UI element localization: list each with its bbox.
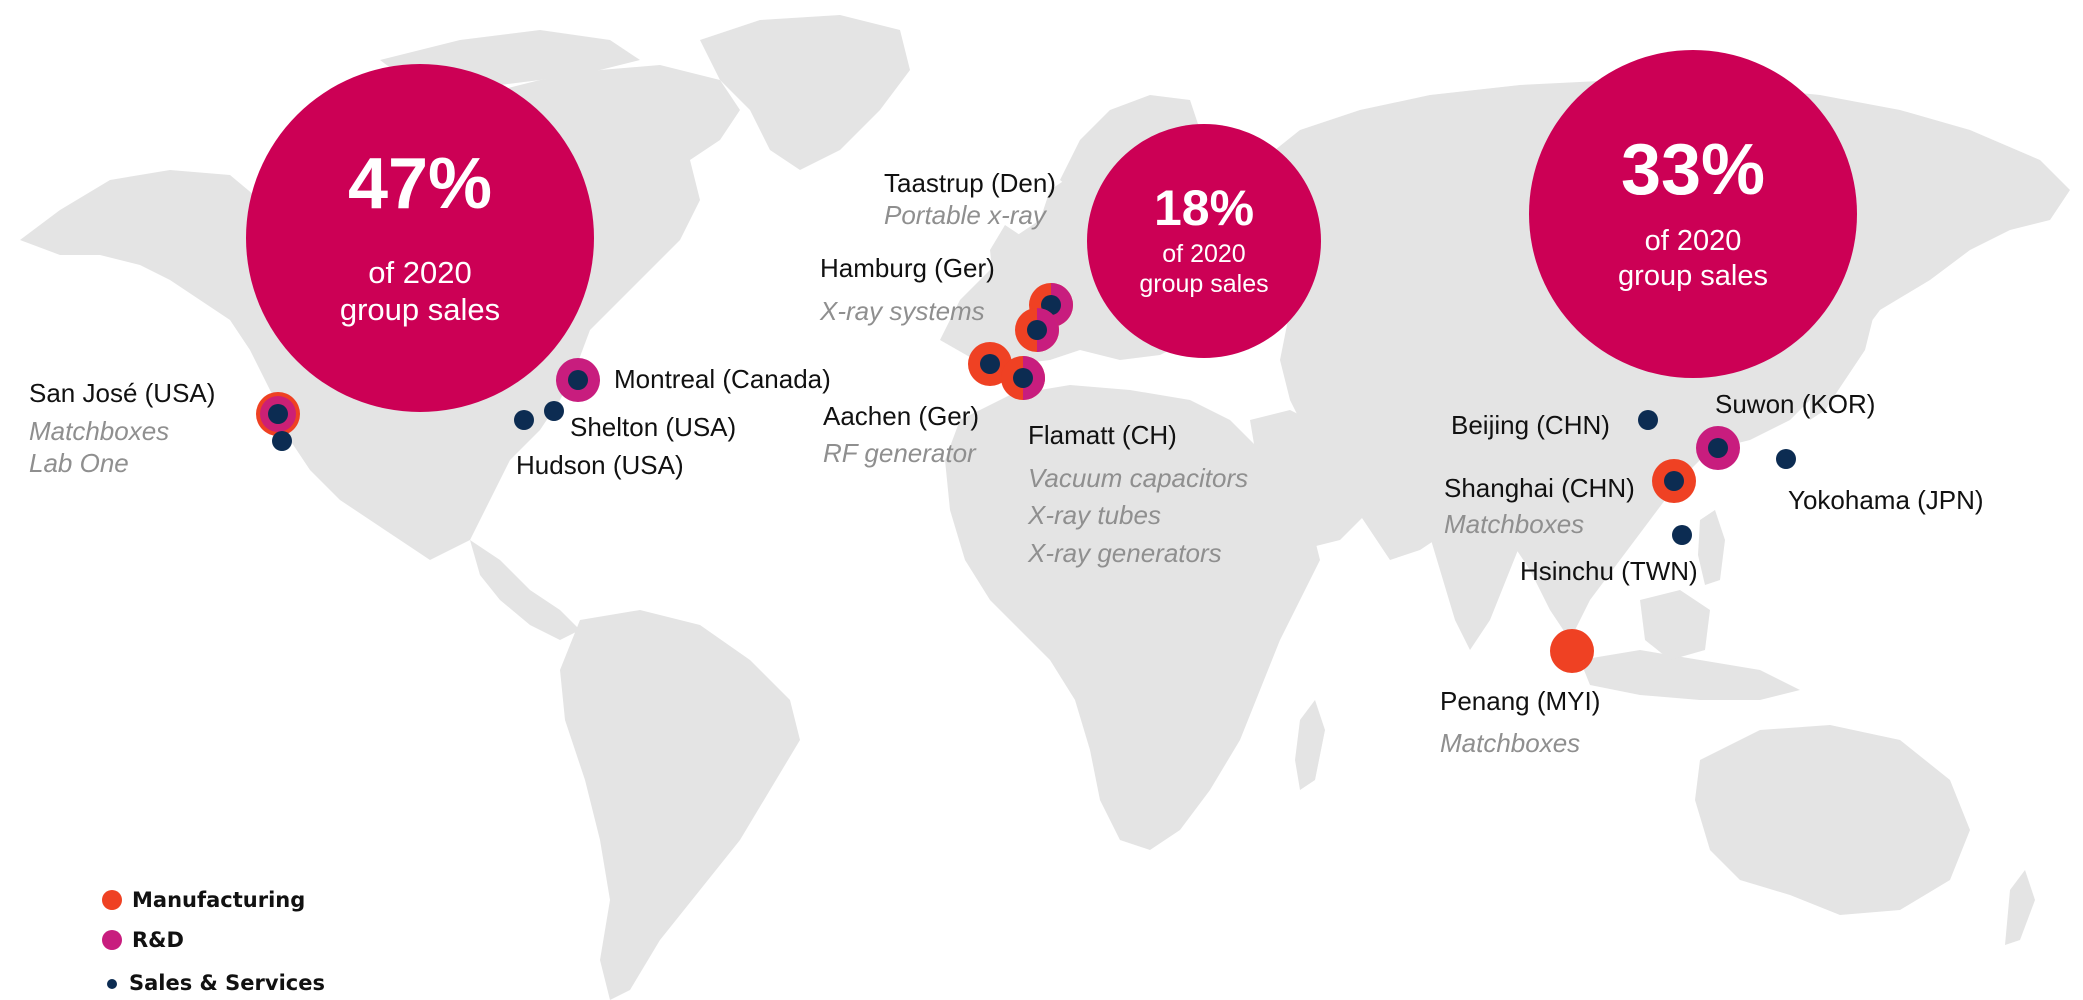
- site-marker-shanghai-sales[interactable]: [1664, 471, 1684, 491]
- site-label-hsinchu: Hsinchu (TWN): [1520, 556, 1698, 586]
- site-marker-shelton-sales[interactable]: [544, 401, 564, 421]
- region-share-percent: 18%: [1153, 180, 1255, 236]
- site-marker-taastrup-rnd[interactable]: [1051, 283, 1073, 327]
- site-label-penang: Penang (MYI): [1440, 686, 1601, 716]
- region-share-line1: of 2020: [368, 254, 472, 290]
- site-marker-beijing-sales[interactable]: [1638, 410, 1658, 430]
- uk-landmass: [990, 225, 1022, 285]
- central-america-landmass: [470, 540, 580, 640]
- site-label-suwon: Suwon (KOR): [1715, 389, 1876, 419]
- site-marker-hamburg-rnd[interactable]: [1037, 308, 1059, 352]
- site-marker-yokohama-sales[interactable]: [1776, 449, 1796, 469]
- site-product-flamatt-3: X-ray generators: [1028, 538, 1222, 568]
- site-marker-montreal-sales[interactable]: [568, 370, 588, 390]
- site-marker-suwon-sales[interactable]: [1708, 438, 1728, 458]
- region-bubble-europe: 18% of 2020 group sales: [1087, 124, 1321, 358]
- site-product-flamatt-1: Vacuum capacitors: [1028, 463, 1249, 493]
- site-product-san-jose-2: Lab One: [29, 448, 129, 478]
- site-label-hamburg: Hamburg (Ger): [820, 253, 995, 283]
- region-bubble-asia: 33% of 2020 group sales: [1529, 50, 1857, 378]
- arabia-landmass: [1250, 410, 1370, 550]
- orange-circle-icon: [102, 890, 122, 910]
- australia-landmass: [1695, 725, 1970, 915]
- site-marker-san-jose-sales-2[interactable]: [272, 431, 292, 451]
- region-share-line2: group sales: [339, 292, 501, 327]
- site-marker-hsinchu-sales[interactable]: [1672, 525, 1692, 545]
- south-america-landmass: [560, 610, 800, 1000]
- region-share-line1: of 2020: [1644, 225, 1742, 258]
- navy-dot-icon: [107, 979, 117, 989]
- site-label-shelton: Shelton (USA): [570, 412, 737, 442]
- site-product-penang-1: Matchboxes: [1440, 728, 1581, 758]
- magenta-circle-icon: [102, 930, 122, 950]
- site-marker-san-jose-sales[interactable]: [268, 404, 288, 424]
- site-product-san-jose-1: Matchboxes: [29, 416, 170, 446]
- site-label-shanghai: Shanghai (CHN): [1444, 473, 1635, 503]
- site-marker-hamburg-sales[interactable]: [1027, 320, 1047, 340]
- site-label-yokohama: Yokohama (JPN): [1788, 485, 1984, 515]
- site-label-aachen: Aachen (Ger): [823, 401, 980, 431]
- region-share-line2: group sales: [1139, 270, 1269, 298]
- region-share-percent: 47%: [347, 143, 493, 224]
- site-label-beijing: Beijing (CHN): [1451, 410, 1610, 440]
- greenland-landmass: [700, 15, 910, 170]
- africa-landmass: [945, 385, 1320, 850]
- site-label-san-jose: San José (USA): [29, 378, 216, 408]
- site-label-hudson: Hudson (USA): [516, 450, 684, 480]
- site-marker-flamatt-rnd[interactable]: [1023, 356, 1045, 400]
- region-share-line1: of 2020: [1162, 240, 1246, 268]
- site-product-aachen-1: RF generator: [823, 438, 976, 468]
- borneo-landmass: [1640, 590, 1710, 660]
- site-marker-hudson-sales[interactable]: [514, 410, 534, 430]
- indonesia-landmass: [1580, 650, 1800, 700]
- legend-label-manufacturing: Manufacturing: [132, 888, 306, 912]
- region-share-percent: 33%: [1620, 130, 1766, 211]
- site-marker-penang-manufacturing[interactable]: [1550, 629, 1594, 673]
- site-label-taastrup: Taastrup (Den): [884, 168, 1056, 198]
- site-markers: [256, 283, 1796, 673]
- site-product-taastrup-1: Portable x-ray: [884, 200, 1046, 230]
- site-product-hamburg-1: X-ray systems: [820, 296, 985, 326]
- site-label-flamatt: Flamatt (CH): [1028, 420, 1177, 450]
- legend-icons: [102, 890, 122, 989]
- site-marker-flamatt-sales[interactable]: [1013, 368, 1033, 388]
- site-marker-aachen-sales[interactable]: [980, 354, 1000, 374]
- site-product-flamatt-2: X-ray tubes: [1028, 500, 1161, 530]
- legend-label-sales: Sales & Services: [129, 971, 325, 995]
- new-zealand-landmass: [2005, 870, 2035, 945]
- madagascar-landmass: [1295, 700, 1325, 790]
- region-share-line2: group sales: [1618, 260, 1768, 292]
- india-landmass: [1420, 460, 1530, 650]
- region-bubble-americas: 47% of 2020 group sales: [246, 64, 594, 412]
- philippines-landmass: [1698, 510, 1725, 585]
- site-product-shanghai-1: Matchboxes: [1444, 509, 1585, 539]
- legend-label-rnd: R&D: [132, 928, 184, 952]
- japan-landmass: [1810, 300, 1875, 420]
- site-label-montreal: Montreal (Canada): [614, 364, 831, 394]
